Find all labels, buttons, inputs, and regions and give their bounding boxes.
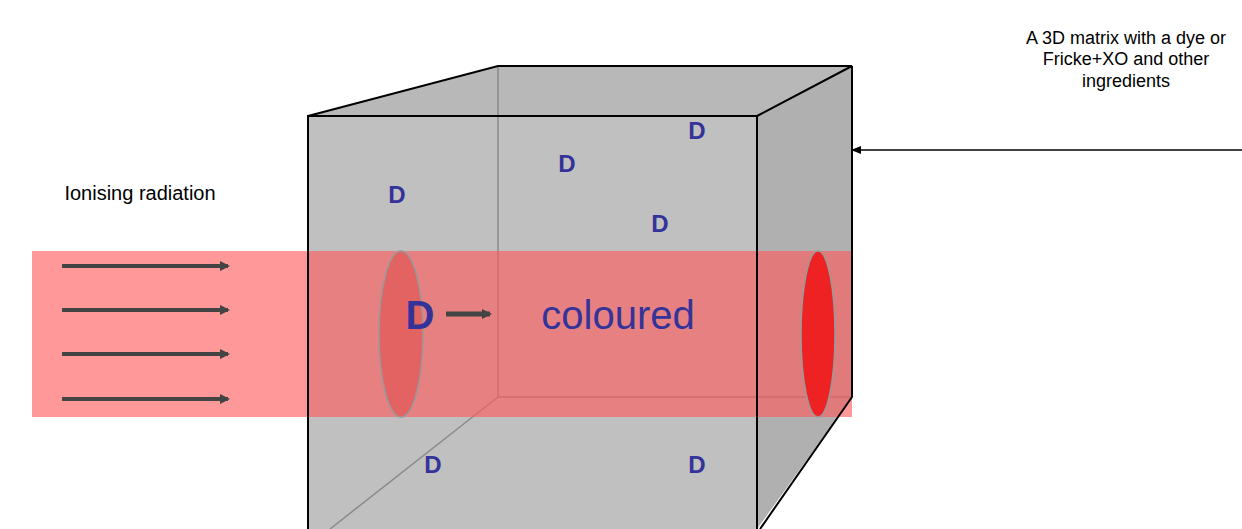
radiation-arrow — [62, 308, 228, 312]
dye-molecule: D — [651, 210, 668, 239]
radiation-arrow — [62, 264, 228, 268]
callout-note: A 3D matrix with a dye or Fricke+XO and … — [1015, 28, 1237, 93]
dye-molecule: D — [688, 117, 705, 146]
cube-edge — [308, 116, 757, 529]
conversion-arrow — [446, 312, 490, 317]
beam-exit-ellipse — [801, 251, 835, 417]
radiation-label: Ionising radiation — [64, 181, 215, 205]
radiation-beam — [32, 251, 852, 417]
radiation-arrow — [62, 397, 228, 401]
dye-molecule: D — [424, 451, 441, 480]
cube-edge — [760, 66, 852, 529]
dye-molecule: D — [558, 150, 575, 179]
leader-arrow — [852, 149, 1242, 151]
dye-molecule: D — [688, 451, 705, 480]
cube-top-face — [308, 66, 852, 116]
dye-molecule: D — [406, 291, 435, 339]
cube-edge — [308, 66, 852, 116]
radiation-arrow — [62, 352, 228, 356]
dye-molecule: D — [388, 181, 405, 210]
coloured-label: coloured — [541, 291, 694, 339]
